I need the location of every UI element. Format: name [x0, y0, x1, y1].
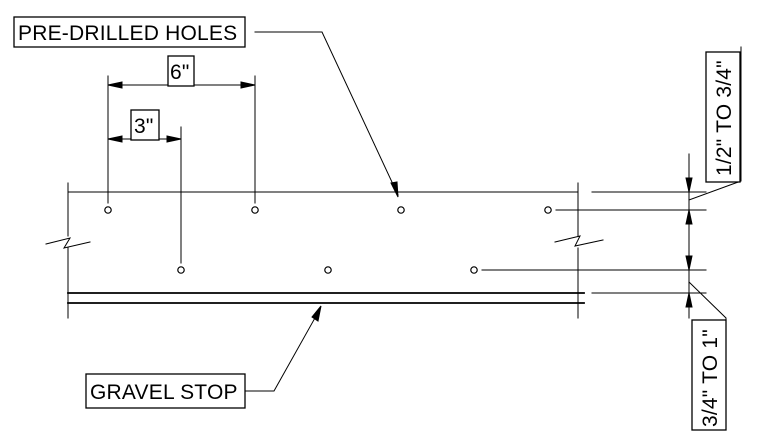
dimension-3-inch: 3" [107, 109, 182, 143]
right-break-symbol [554, 235, 604, 247]
right-vertical-dimensions: 1/2" TO 3/4" 3/4" TO 1" [481, 46, 742, 431]
hole-top-3 [397, 206, 405, 214]
dim-6-label: 6" [170, 61, 190, 84]
gravel-stop-label: GRAVEL STOP [90, 381, 238, 404]
dim-bottom-arrow-up [685, 292, 693, 308]
gravel-stop-leader [244, 308, 321, 392]
hole-extension-lines [107, 75, 256, 264]
dim-6-label-box [167, 55, 195, 87]
dimension-6-inch: 6" [107, 55, 256, 89]
gravel-stop-label-box [85, 373, 246, 409]
three-quarter-to-one-label-box [691, 319, 727, 431]
dim-top-arrow-down [685, 177, 693, 193]
three-quarter-to-one-label: 3/4" TO 1" [699, 329, 722, 427]
half-to-three-quarter-label: 1/2" TO 3/4" [713, 60, 736, 176]
dim-3-arrow-left [107, 135, 123, 143]
dim-6-arrow-left [107, 81, 123, 89]
half-to-three-quarter-label-box [705, 51, 741, 183]
dim-top-arrow-up [685, 209, 693, 225]
pre-drilled-holes-label: PRE-DRILLED HOLES [18, 22, 237, 45]
pre-drilled-holes-leader [254, 31, 399, 196]
left-break-symbol [45, 237, 91, 249]
gravel-stop-callout: GRAVEL STOP [85, 305, 322, 409]
gravel-stop-body [45, 182, 604, 319]
hole-bottom-2 [324, 266, 332, 274]
hole-bottom-3 [470, 266, 478, 274]
dim-3-arrow-right [166, 135, 182, 143]
pre-drilled-holes-leader-arrow [390, 181, 399, 198]
dim-mid-arrow-down [685, 255, 693, 271]
hole-top-2 [251, 206, 259, 214]
hole-top-4 [544, 206, 552, 214]
hole-bottom-1 [177, 266, 185, 274]
gravel-stop-leader-arrow [311, 305, 322, 322]
upper-label-leader [688, 46, 742, 201]
pre-drilled-holes-label-box [13, 16, 246, 48]
dim-3-label-box [130, 109, 160, 141]
dim-6-arrow-right [240, 81, 256, 89]
pre-drilled-holes [104, 206, 552, 274]
hole-top-1 [104, 206, 112, 214]
pre-drilled-holes-callout: PRE-DRILLED HOLES [13, 16, 399, 198]
dim-3-label: 3" [134, 115, 154, 138]
